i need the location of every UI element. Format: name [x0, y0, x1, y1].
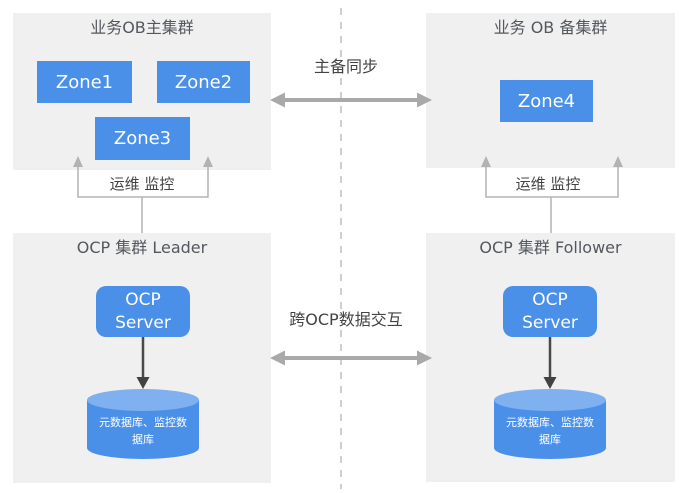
ops-monitor-left-label: 运维 监控: [109, 175, 175, 193]
primary-ob-cluster-title: 业务OB主集群: [90, 18, 194, 37]
primary-ob-cluster-panel: 业务OB主集群 Zone1 Zone2 Zone3: [13, 13, 271, 170]
cylinder-top: [87, 389, 199, 411]
follower-database-cylinder-icon: 元数据库、监控数据库: [494, 389, 606, 459]
standby-ob-cluster-panel: 业务 OB 备集群 Zone4: [426, 13, 675, 168]
follower-ocp-server-node: OCP Server: [503, 286, 597, 337]
ocp-follower-cluster-title: OCP 集群 Follower: [479, 238, 622, 257]
cross-ocp-exchange-label: 跨OCP数据交互: [276, 310, 416, 330]
zone1-node: Zone1: [37, 61, 132, 103]
cylinder-top: [494, 389, 606, 411]
zone3-node: Zone3: [95, 117, 190, 160]
primary-standby-sync-label: 主备同步: [286, 57, 406, 77]
leader-database-label: 元数据库、监控数据库: [99, 416, 187, 447]
follower-database-label: 元数据库、监控数据库: [506, 416, 594, 447]
ocp-leader-cluster-title: OCP 集群 Leader: [76, 238, 208, 257]
cylinder-bottom: [494, 437, 606, 459]
zone4-node: Zone4: [500, 80, 593, 122]
zone2-node: Zone2: [157, 61, 250, 103]
ops-monitor-right-label: 运维 监控: [515, 175, 581, 193]
cross-ocp-double-arrow: [270, 350, 432, 366]
cylinder-bottom: [87, 437, 199, 459]
sync-double-arrow: [270, 92, 432, 108]
standby-ob-cluster-title: 业务 OB 备集群: [493, 18, 608, 37]
leader-ocp-server-node: OCP Server: [96, 286, 190, 337]
ocp-leader-cluster-panel: OCP 集群 Leader OCP Server 元数据库、监控数据库: [13, 233, 271, 483]
leader-database-cylinder-icon: 元数据库、监控数据库: [87, 389, 199, 459]
ocp-follower-cluster-panel: OCP 集群 Follower OCP Server 元数据库、监控数据库: [426, 233, 675, 482]
